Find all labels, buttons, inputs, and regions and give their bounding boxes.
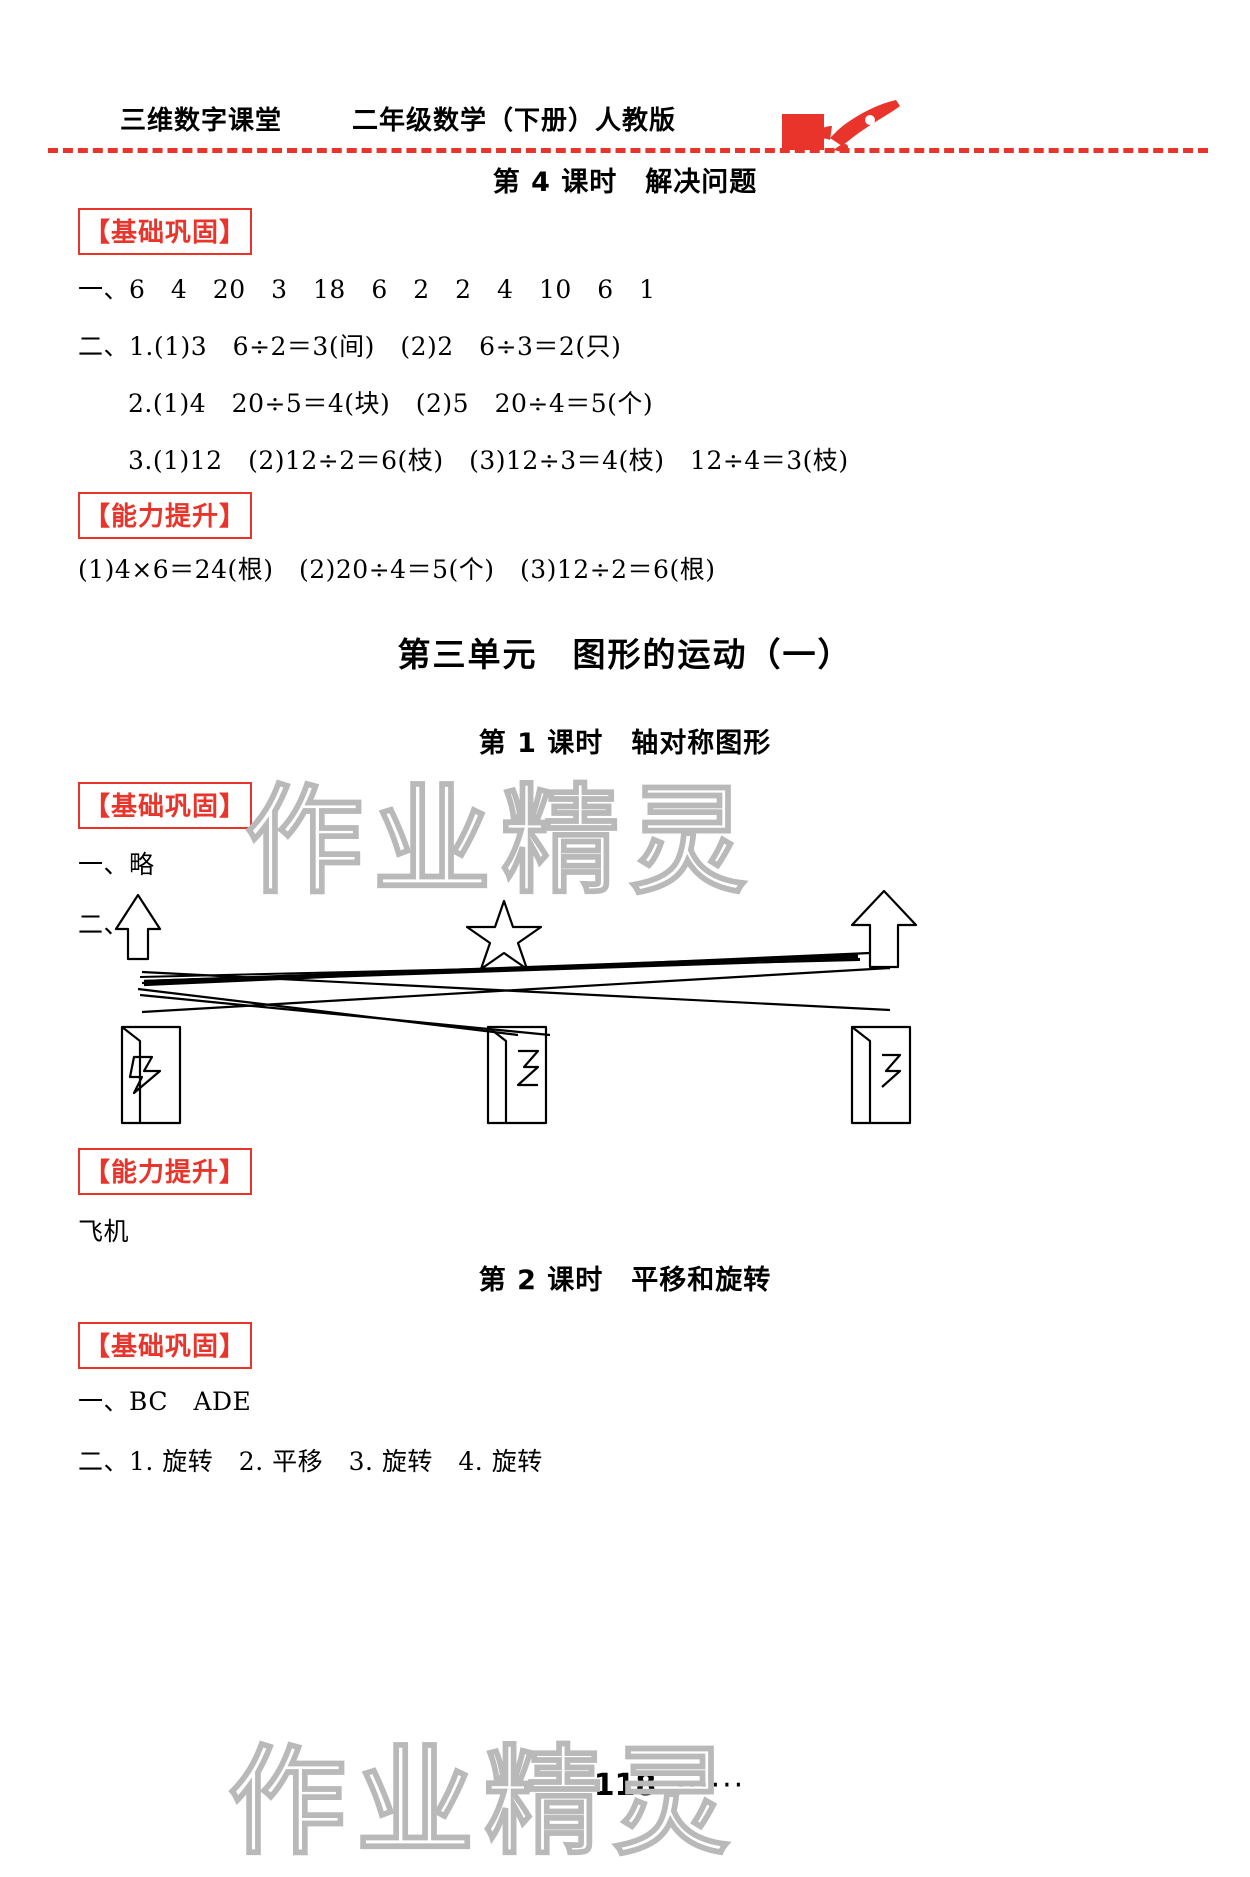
rocket-decoration	[782, 96, 902, 154]
lesson1-line-1: 一、略	[78, 850, 155, 879]
lesson1-ability-label: 【能力提升】	[78, 1148, 253, 1195]
lesson2-basic-label: 【基础巩固】	[78, 1322, 253, 1369]
page-header: 三维数字课堂 二年级数学（下册）人教版	[0, 48, 1250, 153]
header-right-title: 二年级数学（下册）人教版	[352, 106, 677, 136]
page-number: 118	[593, 1768, 657, 1803]
axis-symmetry-figure	[100, 885, 960, 1140]
lesson4-basic-label: 【基础巩固】	[78, 208, 253, 255]
lesson1-line-3: 飞机	[78, 1217, 130, 1246]
header-left-title: 三维数字课堂	[120, 106, 283, 136]
lesson4-line-4: 3.(1)12 (2)12÷2＝6(枝) (3)12÷3＝4(枝) 12÷4＝3…	[128, 446, 849, 475]
unit3-title: 第三单元 图形的运动（一）	[397, 635, 853, 674]
lesson4-line-1: 一、6 4 20 3 18 6 2 2 4 10 6 1	[78, 275, 656, 304]
lesson4-line-3: 2.(1)4 20÷5＝4(块) (2)5 20÷4＝5(个)	[128, 389, 654, 418]
lesson2-title: 第 2 课时 平移和旋转	[478, 1265, 772, 1296]
lesson4-line-5: (1)4×6＝24(根) (2)20÷4＝5(个) (3)12÷2＝6(根)	[78, 555, 716, 584]
lesson4-ability-label: 【能力提升】	[78, 492, 253, 539]
lesson2-line-1: 一、BC ADE	[78, 1387, 252, 1416]
lesson4-title: 第 4 课时 解决问题	[492, 167, 758, 198]
lesson1-title: 第 1 课时 轴对称图形	[478, 728, 772, 759]
footer-dots: ······	[676, 1768, 746, 1803]
rocket-icon	[808, 96, 903, 154]
lesson1-basic-label: 【基础巩固】	[78, 782, 253, 829]
lesson4-line-2: 二、1.(1)3 6÷2＝3(间) (2)2 6÷3＝2(只)	[78, 332, 622, 361]
header-divider	[48, 148, 1208, 153]
lesson2-line-2: 二、1. 旋转 2. 平移 3. 旋转 4. 旋转	[78, 1447, 543, 1476]
